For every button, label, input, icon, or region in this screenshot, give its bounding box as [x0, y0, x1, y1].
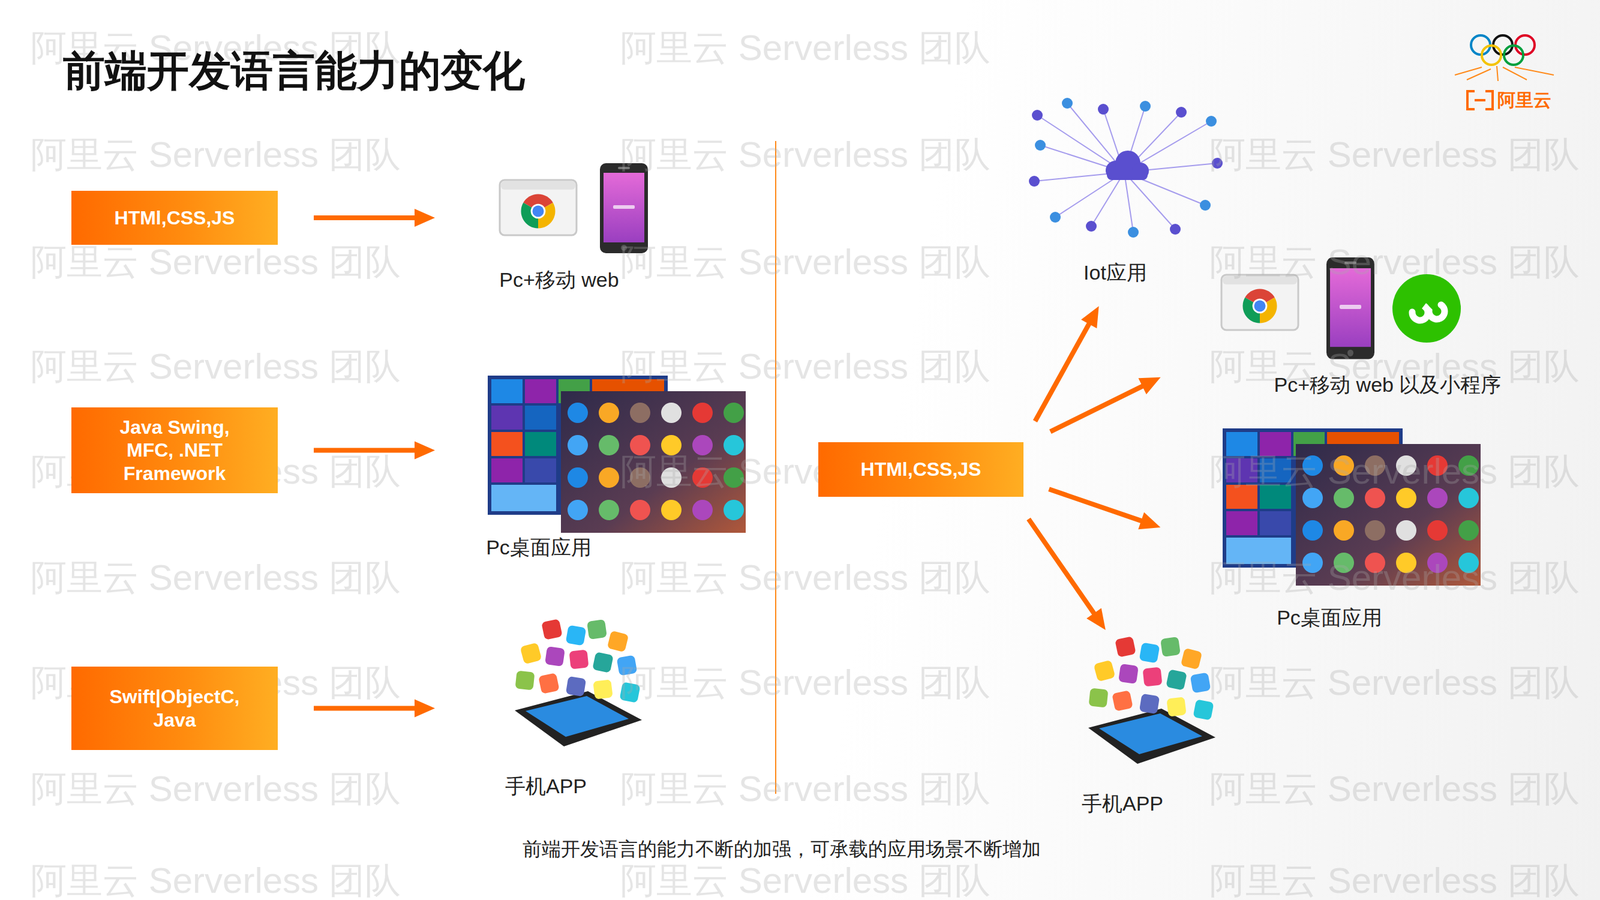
watermark: 阿里云 Serverless 团队 [1209, 861, 1580, 900]
arrow-connector [313, 208, 435, 227]
application-label: 手机APP [505, 773, 587, 798]
watermark: 阿里云 Serverless 团队 [30, 558, 401, 597]
box-label: HTMl,CSS,JS [114, 206, 236, 230]
watermark: 阿里云 Serverless 团队 [620, 663, 991, 702]
caption: 前端开发语言的能力不断的加强，可承载的应用场景不断增加 [522, 836, 1041, 861]
watermark: 阿里云 Serverless 团队 [30, 135, 401, 174]
box-label: Java Swing, MFC, .NET Framework [95, 415, 254, 485]
arrow-connector [1049, 488, 1161, 530]
illustration-part [1515, 35, 1535, 55]
watermark: 阿里云 Serverless 团队 [620, 558, 991, 597]
watermark: 阿里云 Serverless 团队 [620, 242, 991, 282]
arrow-connector [1034, 305, 1099, 422]
application-label: Iot应用 [1083, 260, 1148, 285]
language-box: HTMl,CSS,JS [818, 442, 1024, 497]
application-node: Pc+移动 web [440, 158, 678, 294]
iot-illustration [1028, 97, 1223, 238]
application-node: Pc+移动 web 以及小程序 [1163, 305, 1518, 402]
language-box: HTMl,CSS,JS [71, 190, 278, 245]
watermark: 阿里云 Serverless 团队 [1209, 663, 1580, 702]
arrow-head [1086, 608, 1106, 630]
application-label: Pc桌面应用 [485, 535, 592, 560]
illustration-part [1467, 91, 1493, 110]
arrow-line [313, 215, 416, 221]
watermark: 阿里云 Serverless 团队 [30, 861, 401, 900]
arrow-head [414, 208, 435, 227]
arrow-line [1049, 488, 1143, 521]
illustration-part [1412, 304, 1445, 321]
arrow-line [313, 706, 416, 711]
arrow-connector [1050, 377, 1161, 432]
application-node: 手机APP [440, 614, 660, 804]
illustration-part [1471, 35, 1491, 55]
arrow-connector [313, 699, 435, 718]
watermark: 阿里云 Serverless 团队 [1209, 452, 1580, 491]
application-node: Iot应用 [1019, 92, 1227, 303]
watermark: 阿里云 Serverless 团队 [1209, 769, 1580, 809]
language-box: Java Swing, MFC, .NET Framework [71, 407, 278, 494]
logo-text: 阿里云 [1497, 89, 1552, 111]
arrow-head [1081, 305, 1100, 329]
arrow-line [1034, 322, 1090, 422]
arrow-connector [1028, 518, 1106, 630]
title: 前端开发语言能力的变化 [62, 45, 525, 96]
application-node: Pc桌面应用 [1163, 422, 1488, 630]
illustration-part [1454, 65, 1554, 81]
application-node: Pc桌面应用 [440, 368, 750, 564]
watermark: 阿里云 Serverless 团队 [1209, 242, 1580, 282]
arrow-head [414, 699, 435, 718]
watermark: 阿里云 Serverless 团队 [30, 242, 401, 282]
watermark: 阿里云 Serverless 团队 [620, 347, 991, 386]
box-label: Swift|ObjectC, Java [95, 685, 254, 732]
application-label: Pc+移动 web [499, 267, 619, 292]
arrow-head [1138, 512, 1161, 530]
mini-program-icon [1392, 274, 1461, 343]
arrow-line [1050, 385, 1144, 432]
application-node: 手机APP [1067, 632, 1227, 819]
application-label: 手机APP [1081, 791, 1164, 816]
watermark: 阿里云 Serverless 团队 [1209, 558, 1580, 597]
language-box: Swift|ObjectC, Java [71, 666, 278, 750]
arrow-line [1028, 518, 1095, 615]
watermark: 阿里云 Serverless 团队 [1209, 135, 1580, 174]
arrow-head [1138, 377, 1161, 395]
application-label: Pc桌面应用 [1276, 605, 1383, 630]
browser-icon [499, 179, 577, 236]
watermark: 阿里云 Serverless 团队 [620, 135, 991, 174]
watermark: 阿里云 Serverless 团队 [620, 769, 991, 809]
illustration-part [1481, 45, 1502, 65]
phone-icon [599, 163, 648, 254]
application-label: Pc+移动 web 以及小程序 [1274, 372, 1502, 397]
watermark: 阿里云 Serverless 团队 [30, 347, 401, 386]
watermark: 阿里云 Serverless 团队 [620, 861, 991, 900]
watermark: 阿里云 Serverless 团队 [30, 769, 401, 809]
illustration-part [1493, 35, 1513, 55]
illustration-part [1504, 45, 1524, 65]
box-label: HTMl,CSS,JS [860, 457, 982, 481]
watermark: 阿里云 Serverless 团队 [620, 28, 991, 68]
arrow-head [414, 441, 435, 460]
browser-icon [1221, 274, 1299, 330]
illustration-part [1392, 274, 1461, 343]
mobile-apps-illustration [1088, 635, 1216, 764]
